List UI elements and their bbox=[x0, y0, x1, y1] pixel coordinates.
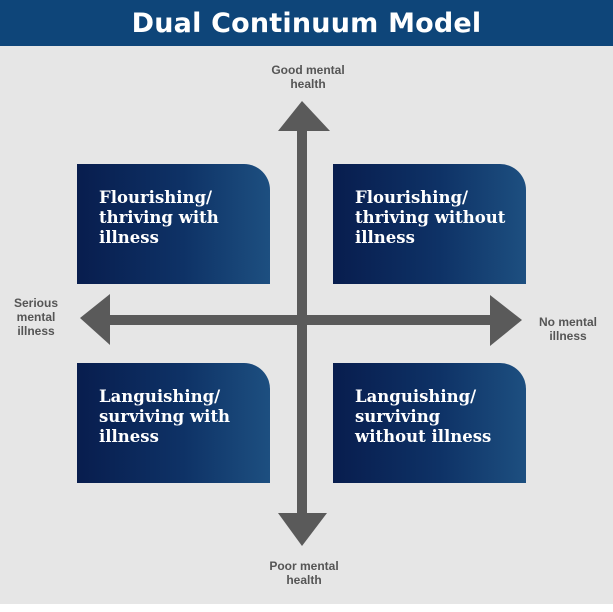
arrow-left-icon bbox=[80, 294, 110, 345]
quadrant-bottom-right-label: Languishing/ surviving without illness bbox=[355, 387, 492, 446]
title-bar: Dual Continuum Model bbox=[0, 0, 613, 46]
axis-label-left: Serious mental illness bbox=[13, 296, 58, 338]
arrow-right-icon bbox=[490, 295, 522, 346]
quadrant-top-left-label: Flourishing/ thriving with illness bbox=[99, 188, 219, 247]
axis-label-bottom: Poor mental health bbox=[269, 559, 339, 587]
quadrant-bottom-right: Languishing/ surviving without illness bbox=[333, 363, 526, 483]
quadrant-top-right: Flourishing/ thriving without illness bbox=[333, 164, 526, 284]
horizontal-axis-shaft bbox=[104, 315, 496, 325]
quadrant-bottom-left-label: Languishing/ surviving with illness bbox=[99, 387, 231, 446]
bottom-border bbox=[0, 604, 613, 612]
quadrant-bottom-left: Languishing/ surviving with illness bbox=[77, 363, 270, 483]
quadrant-top-right-label: Flourishing/ thriving without illness bbox=[355, 188, 506, 247]
axis-label-right: No mental illness bbox=[538, 315, 597, 343]
arrow-up-icon bbox=[278, 101, 330, 131]
quadrant-top-left: Flourishing/ thriving with illness bbox=[77, 164, 270, 284]
diagram-title: Dual Continuum Model bbox=[131, 7, 482, 39]
arrow-down-icon bbox=[278, 513, 327, 546]
axis-label-top: Good mental health bbox=[271, 63, 345, 91]
